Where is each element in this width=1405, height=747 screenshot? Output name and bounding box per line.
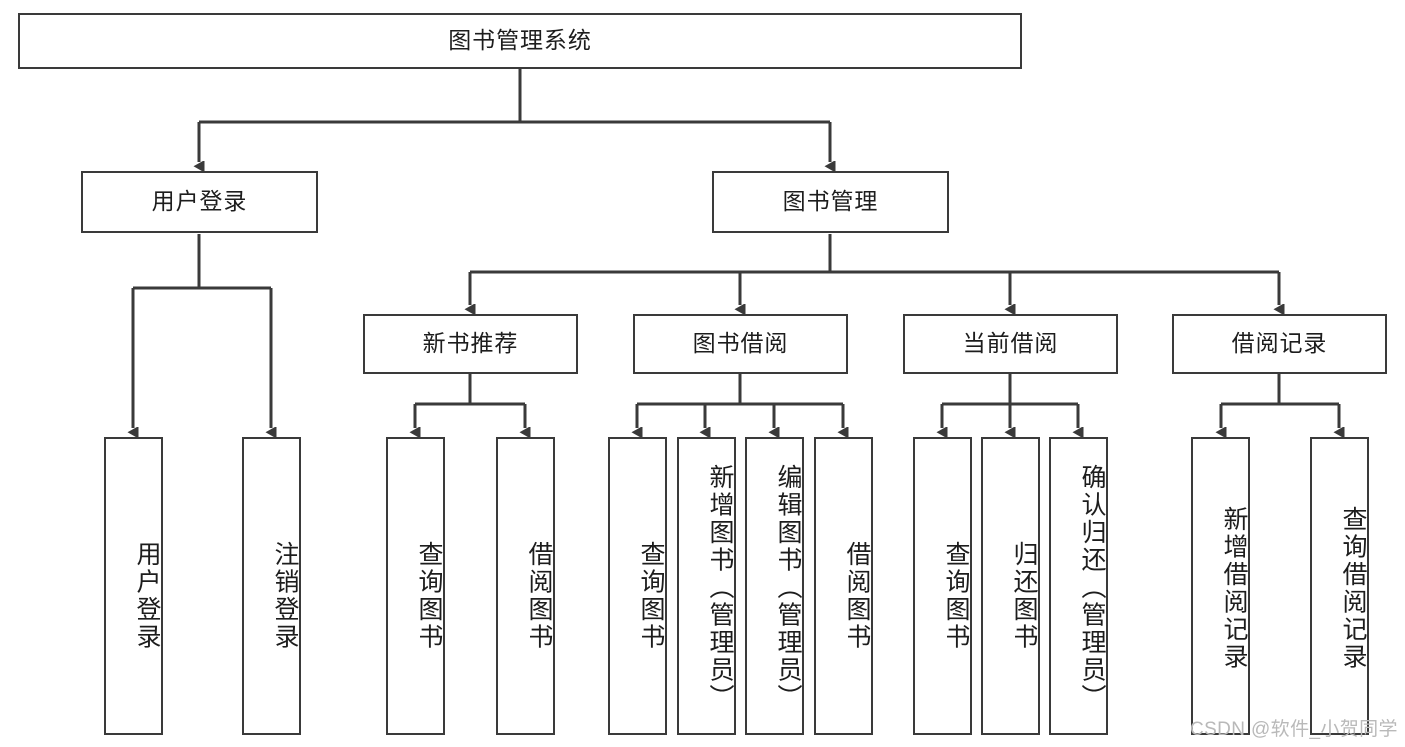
node-book-management[interactable]: 图书管理 — [712, 171, 949, 233]
leaf-query-book-borrow[interactable]: 查询图书 — [608, 437, 667, 735]
node-book-borrow[interactable]: 图书借阅 — [633, 314, 848, 374]
leaf-query-book-recommend[interactable]: 查询图书 — [386, 437, 445, 735]
node-root[interactable]: 图书管理系统 — [18, 13, 1022, 69]
node-user-login[interactable]: 用户登录 — [81, 171, 318, 233]
node-new-book-recommend[interactable]: 新书推荐 — [363, 314, 578, 374]
leaf-logout[interactable]: 注销登录 — [242, 437, 301, 735]
leaf-user-login[interactable]: 用户登录 — [104, 437, 163, 735]
leaf-edit-book-admin[interactable]: 编辑图书（管理员） — [745, 437, 804, 735]
leaf-borrow-book-recommend[interactable]: 借阅图书 — [496, 437, 555, 735]
leaf-add-book-admin[interactable]: 新增图书（管理员） — [677, 437, 736, 735]
node-current-borrow[interactable]: 当前借阅 — [903, 314, 1118, 374]
watermark-text: CSDN @软件_小贺同学 — [1190, 719, 1398, 740]
leaf-return-book[interactable]: 归还图书 — [981, 437, 1040, 735]
leaf-query-borrow-record[interactable]: 查询借阅记录 — [1310, 437, 1369, 735]
leaf-add-borrow-record[interactable]: 新增借阅记录 — [1191, 437, 1250, 735]
leaf-query-book-current[interactable]: 查询图书 — [913, 437, 972, 735]
leaf-borrow-book[interactable]: 借阅图书 — [814, 437, 873, 735]
node-borrow-record[interactable]: 借阅记录 — [1172, 314, 1387, 374]
leaf-confirm-return-admin[interactable]: 确认归还（管理员） — [1049, 437, 1108, 735]
